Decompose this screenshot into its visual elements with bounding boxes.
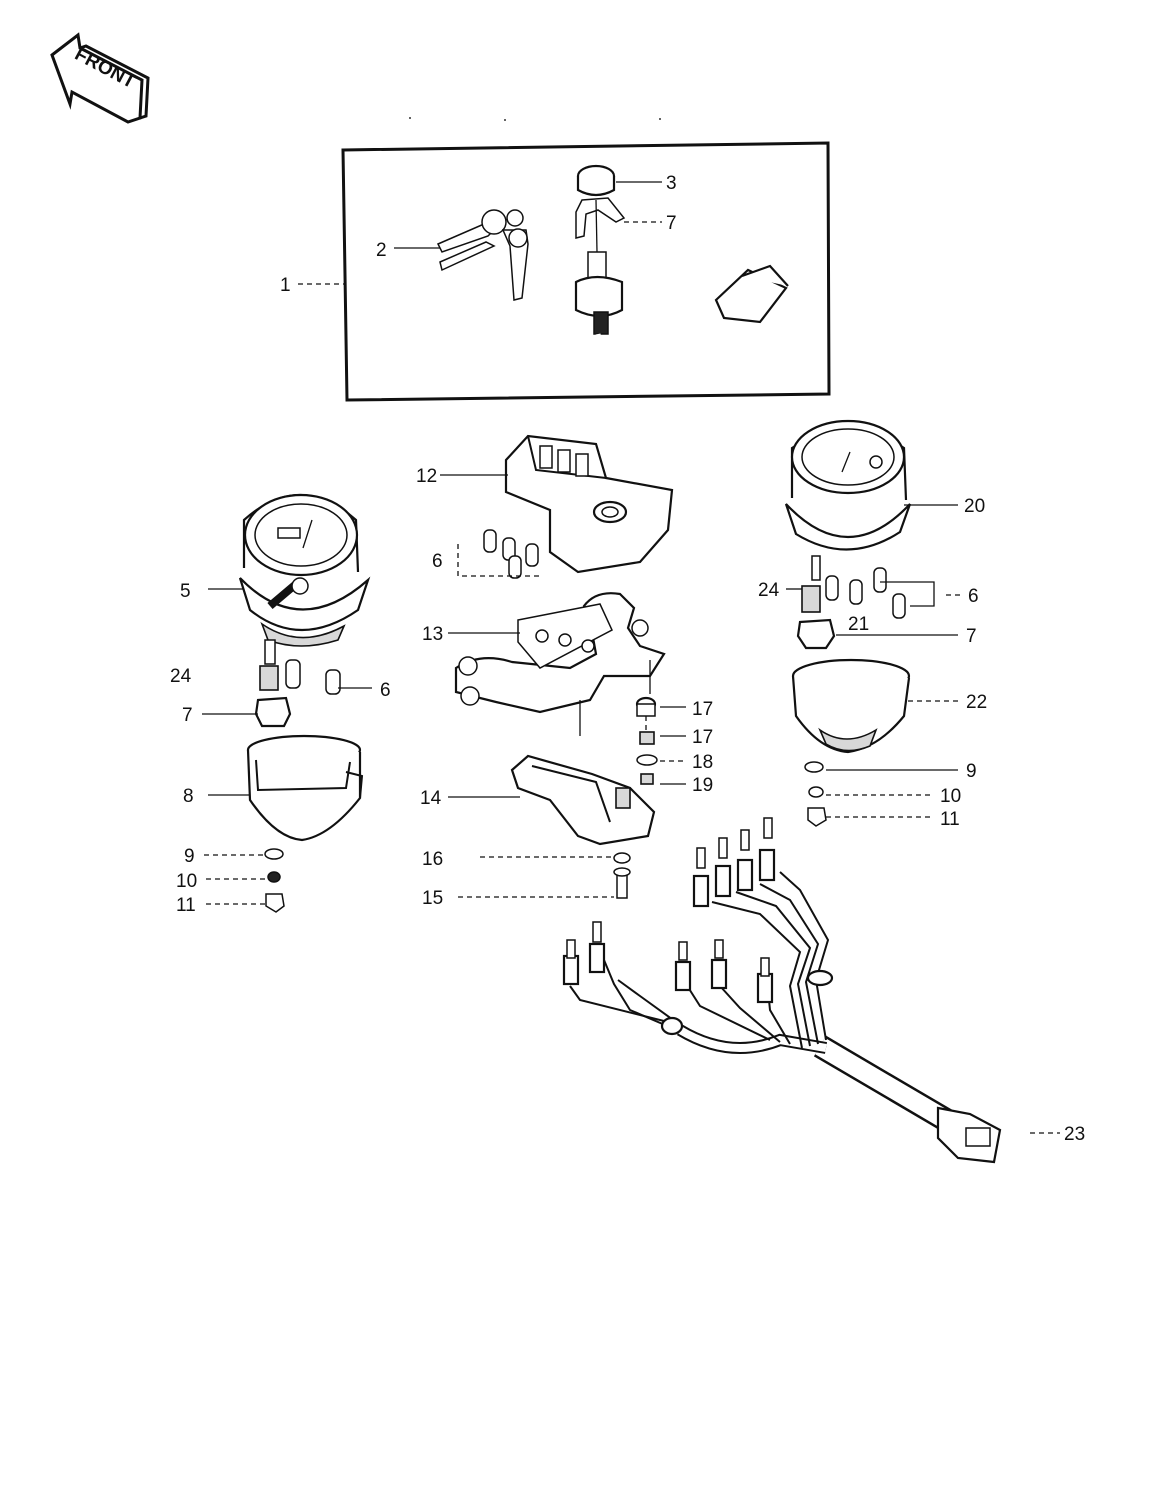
callout-12: 12: [416, 466, 437, 487]
meter-bracket-icon: [454, 592, 666, 736]
keys-icon: [436, 209, 529, 301]
ignition-kit-box: [341, 141, 831, 402]
bulbs-center-icon: [457, 529, 540, 579]
callout-9: 9: [184, 846, 195, 867]
callout-11b: 11: [940, 809, 960, 830]
scan-specks: [409, 117, 661, 121]
fasteners-left-icon: [264, 848, 285, 913]
callout-3: 3: [666, 173, 677, 194]
callout-1: 1: [280, 275, 291, 296]
callout-15: 15: [422, 888, 443, 909]
callout-14: 14: [420, 788, 442, 809]
callout-6: 6: [432, 551, 443, 572]
callout-7: 7: [182, 705, 193, 726]
fasteners-right-icon: [804, 761, 827, 827]
front-arrow-badge: FRONT: [50, 32, 150, 124]
callout-10b: 10: [940, 786, 961, 807]
speedometer-icon: [238, 493, 371, 665]
ignition-switch-icon: [574, 164, 789, 380]
callout-21: 21: [848, 614, 869, 635]
callout-5: 5: [180, 581, 191, 602]
callout-22: 22: [966, 692, 987, 713]
callout-24b: 24: [758, 580, 780, 601]
callout-7b: 7: [966, 626, 977, 647]
bulbs-left-icon: [254, 659, 341, 728]
meter-cup-left-icon: [246, 734, 364, 842]
callout-19: 19: [692, 775, 713, 796]
callout-23: 23: [1064, 1124, 1085, 1145]
indicator-housing-icon: [504, 434, 674, 574]
callout-17b: 17: [692, 727, 713, 748]
callout-18: 18: [692, 752, 713, 773]
screw-washer-icon: [613, 852, 631, 899]
callout-13: 13: [422, 624, 443, 645]
callout-2: 2: [376, 240, 387, 261]
callout-11: 11: [176, 895, 196, 916]
callout-8: 8: [183, 786, 194, 807]
lower-cover-icon: [510, 754, 656, 846]
callout-17: 17: [692, 699, 713, 720]
fastener-stack-icon: [635, 696, 658, 785]
callout-10: 10: [176, 871, 197, 892]
callouts: 1 2 3 7 5 6 6 6 7 7 8 9 9 10 10 11 11 12…: [170, 173, 1085, 1145]
bulbs-right-icon: [796, 567, 935, 650]
callout-16: 16: [422, 849, 443, 870]
tachometer-icon: [784, 419, 912, 581]
callout-24: 24: [170, 666, 192, 687]
wire-harness-icon: [562, 817, 1002, 1164]
meter-cup-right-icon: [791, 658, 911, 754]
callout-6b: 6: [380, 680, 391, 701]
leader-lines: [202, 181, 1060, 1134]
callout-9b: 9: [966, 761, 977, 782]
callout-6c: 6: [968, 586, 979, 607]
callout-4: 7: [666, 213, 677, 234]
callout-20: 20: [964, 496, 985, 517]
